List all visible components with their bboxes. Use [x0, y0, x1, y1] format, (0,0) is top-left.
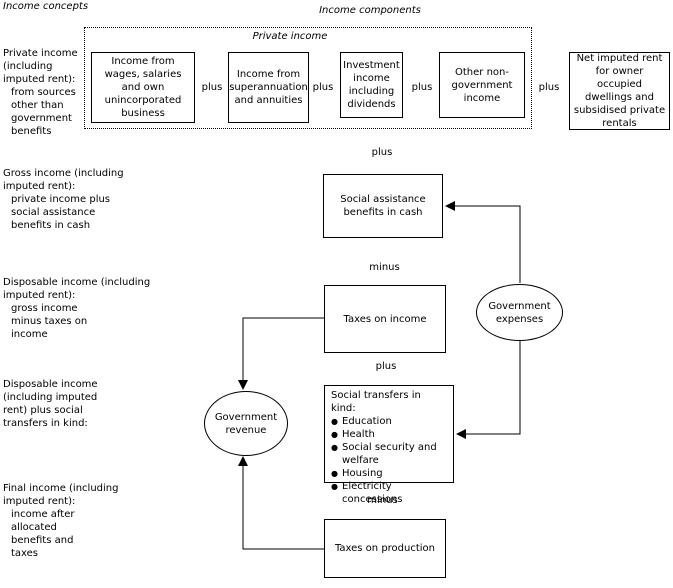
concept-private: Private income (including imputed rent):…: [3, 47, 85, 138]
expenses-to-social-assistance-arrow: [445, 201, 521, 283]
list-item: Education: [331, 415, 447, 428]
private-income-header: Private income: [252, 31, 328, 42]
concept-gross-title: Gross income (including imputed rent):: [3, 168, 124, 192]
social-transfers-box: Social transfers in kind: Education Heal…: [324, 385, 454, 505]
component-wages: Income from wages, salaries and own unin…: [91, 52, 195, 123]
concept-disposable-plus-title: Disposable income (including imputed ren…: [3, 379, 98, 429]
component-investment: Investment income including dividends: [340, 52, 403, 118]
plus-operator: plus: [411, 82, 433, 93]
social-assistance-box: Social assistance benefits in cash: [323, 174, 443, 238]
concept-private-title: Private income (including imputed rent):: [3, 48, 78, 85]
concept-final-title: Final income (including imputed rent):: [3, 483, 119, 507]
concept-disposable: Disposable income (including imputed ren…: [3, 276, 153, 341]
list-item: Electricity concessions: [331, 480, 447, 506]
taxes-production-to-revenue-arrow: [238, 456, 325, 550]
component-other: Other non-government income: [439, 52, 525, 118]
taxes-income-to-revenue-arrow: [238, 317, 325, 390]
concept-gross: Gross income (including imputed rent): p…: [3, 167, 163, 232]
social-transfers-list: Education Health Social security and wel…: [331, 415, 447, 506]
list-item: Housing: [331, 467, 447, 480]
concept-private-detail: from sources other than government benef…: [11, 87, 76, 137]
private-income-group: [84, 27, 532, 129]
taxes-on-income-box: Taxes on income: [324, 285, 446, 353]
plus-operator: plus: [375, 361, 397, 372]
government-revenue-ellipse: Government revenue: [204, 391, 288, 456]
minus-operator: minus: [369, 262, 400, 273]
concept-final: Final income (including imputed rent): i…: [3, 482, 163, 560]
concept-disposable-detail: gross income minus taxes on income: [11, 303, 88, 340]
plus-operator: plus: [371, 147, 393, 158]
taxes-on-production-box: Taxes on production: [324, 519, 446, 578]
social-transfers-title: Social transfers in kind:: [331, 390, 421, 414]
income-components-header: Income components: [319, 5, 421, 16]
government-expenses-ellipse: Government expenses: [476, 284, 563, 341]
plus-operator: plus: [201, 82, 223, 93]
component-superannuation: Income from superannuation and annuities: [228, 52, 309, 123]
plus-operator: plus: [538, 82, 560, 93]
plus-operator: plus: [312, 82, 334, 93]
income-concepts-header: Income concepts: [3, 1, 89, 12]
list-item: Health: [331, 428, 447, 441]
concept-final-detail: income after allocated benefits and taxe…: [11, 509, 75, 559]
list-item: Social security and welfare: [331, 441, 447, 467]
expenses-to-transfers-arrow: [456, 340, 521, 439]
concept-gross-detail: private income plus social assistance be…: [11, 194, 111, 231]
concept-disposable-title: Disposable income (including imputed ren…: [3, 277, 151, 301]
component-imputed-rent: Net imputed rent for owner occupied dwel…: [569, 52, 670, 130]
concept-disposable-plus: Disposable income (including imputed ren…: [3, 378, 121, 430]
